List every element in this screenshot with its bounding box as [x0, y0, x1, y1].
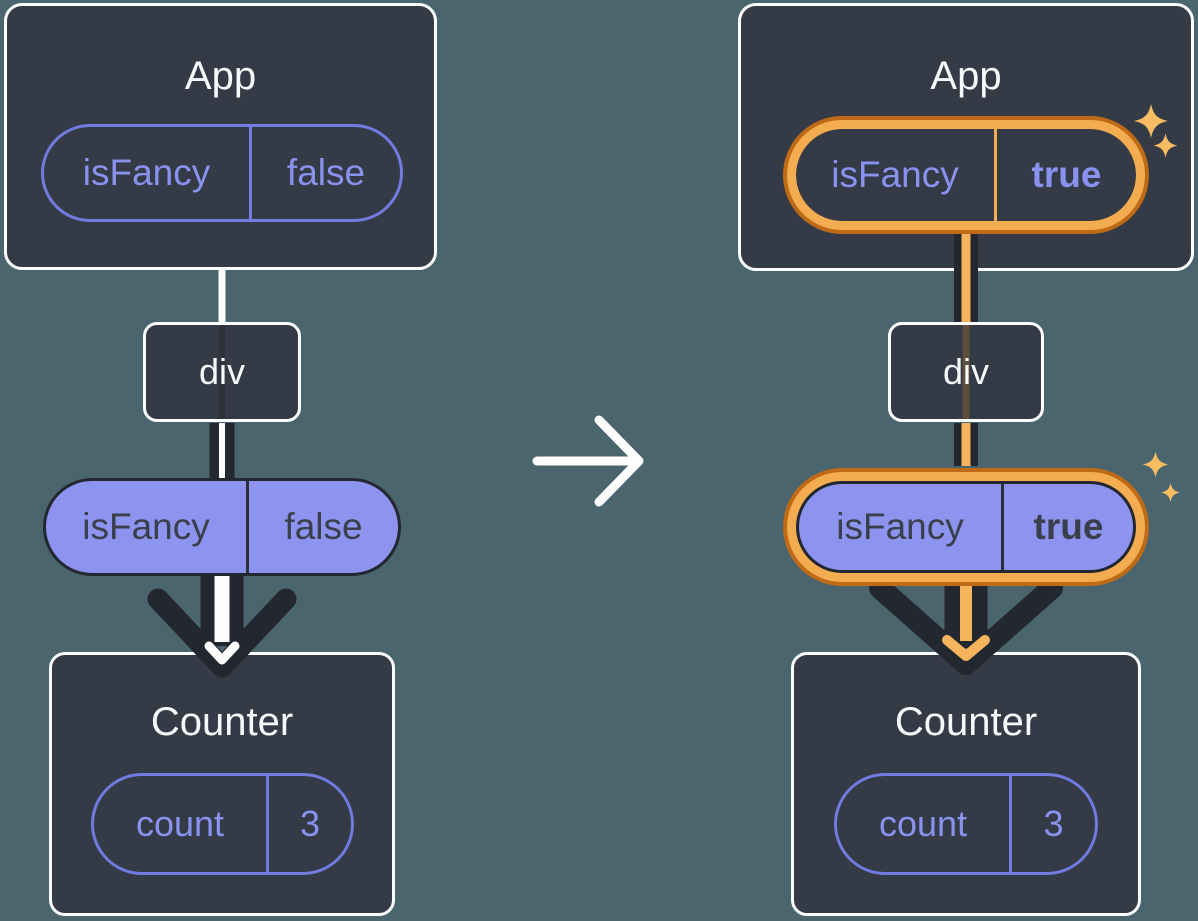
prop-value: true [1031, 154, 1102, 195]
div-node-box: div [888, 322, 1044, 422]
prop-name: isFancy [82, 506, 210, 547]
state-pill: count 3 [834, 773, 1098, 875]
component-title: App [930, 54, 1002, 98]
state-name: count [135, 803, 225, 844]
prop-line-ghost [962, 325, 970, 419]
pill-divider [1009, 776, 1012, 872]
pill-divider [249, 127, 252, 219]
div-node-box: div [143, 322, 301, 422]
app-component-box: App isFancy false [4, 3, 437, 270]
prop-pill: isFancy false [41, 124, 403, 222]
counter-component-box: Counter count 3 [49, 652, 395, 916]
state-name: count [878, 803, 968, 844]
sparkle-icon [1161, 483, 1180, 502]
counter-component-box: Counter count 3 [791, 652, 1141, 916]
state-pill: count 3 [91, 773, 354, 875]
prop-line-ghost [219, 325, 225, 419]
arrow-right-icon [532, 415, 644, 507]
component-title: Counter [150, 700, 294, 744]
prop-value: true [1033, 506, 1104, 547]
div-node-label: div [942, 351, 990, 392]
prop-name: isFancy [82, 152, 211, 193]
prop-name: isFancy [831, 154, 959, 195]
pill-divider [246, 481, 249, 573]
component-title: Counter [894, 700, 1038, 744]
state-value: 3 [299, 803, 321, 844]
prop-value: false [286, 152, 366, 193]
passed-prop-pill: isFancy false [43, 478, 401, 576]
pill-divider [266, 776, 269, 872]
pill-divider [1001, 484, 1004, 570]
div-node-label: div [198, 351, 246, 392]
prop-name: isFancy [836, 506, 964, 547]
prop-pill-highlighted: isFancy true [796, 129, 1136, 221]
prop-value: false [284, 506, 363, 547]
pill-divider [994, 129, 997, 221]
state-value: 3 [1043, 803, 1064, 844]
component-title: App [184, 54, 257, 98]
passed-prop-pill-highlighted: isFancy true [796, 481, 1136, 573]
sparkle-icon [1142, 451, 1169, 478]
app-component-box: App isFancy true [738, 3, 1194, 271]
